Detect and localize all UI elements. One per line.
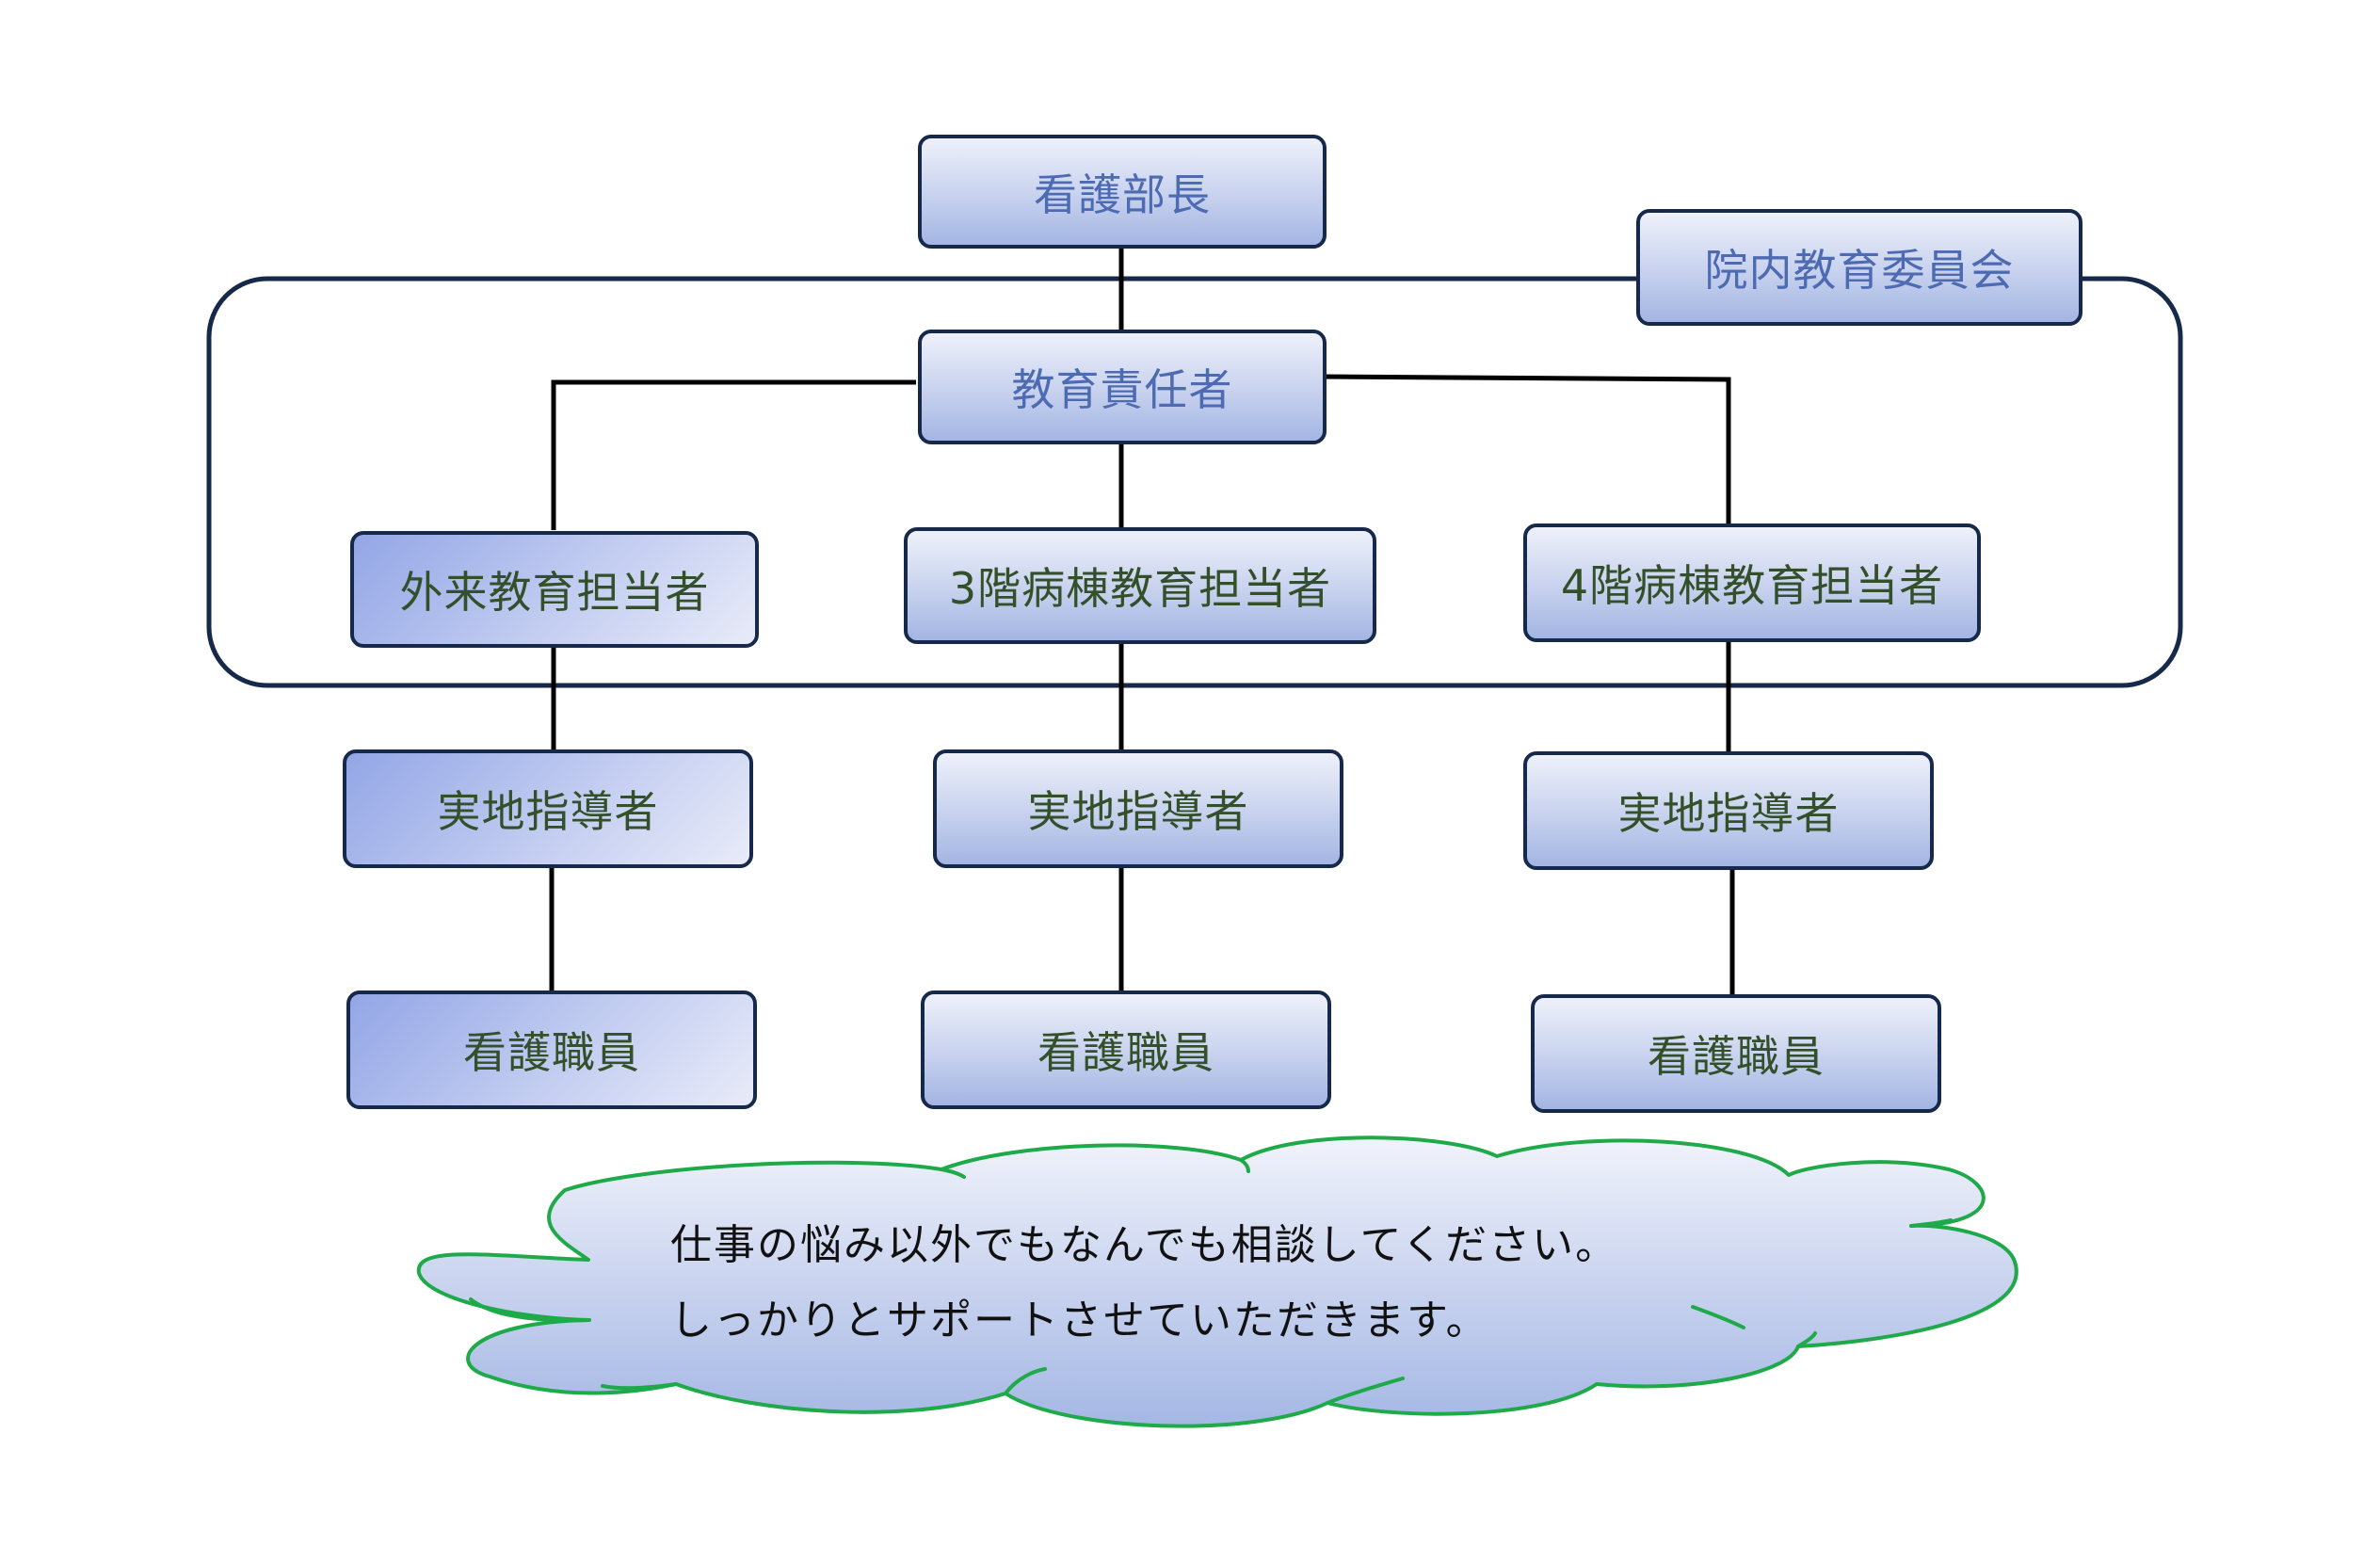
ward4-preceptor-label: 実地指導者: [1617, 788, 1840, 839]
connector-lead-outpatient: [551, 379, 916, 530]
consultation-cloud: [416, 1135, 2018, 1428]
connector-lead-ward4: [1321, 374, 1731, 523]
ward4-coordinator-label: 4階病棟教育担当者: [1560, 560, 1944, 611]
ward4-staff-box: 看護職員: [1531, 994, 1941, 1113]
director-box: 看護部長: [918, 135, 1327, 249]
connectors: [549, 249, 1735, 994]
committee-box: 院内教育委員会: [1636, 209, 2082, 326]
education-lead-label: 教育責任者: [1011, 364, 1233, 415]
cloud-shape: [416, 1135, 2018, 1428]
ward3-staff-label: 看護職員: [1037, 1027, 1214, 1078]
ward3-coordinator-label: 3階病棟教育担当者: [948, 563, 1332, 614]
consultation-message-line1: 仕事の悩み以外でもなんでも相談してください。: [670, 1221, 1619, 1269]
ward3-staff-box: 看護職員: [921, 990, 1331, 1109]
outpatient-coordinator-box: 外来教育担当者: [350, 531, 759, 648]
outpatient-coordinator-label: 外来教育担当者: [399, 567, 710, 618]
consultation-message-line2: しっかりとサポートさせていただきます。: [670, 1296, 1489, 1345]
outpatient-preceptor-box: 実地指導者: [343, 749, 753, 868]
director-label: 看護部長: [1034, 169, 1211, 220]
education-lead-box: 教育責任者: [918, 330, 1327, 444]
ward4-staff-label: 看護職員: [1648, 1031, 1825, 1082]
outpatient-staff-box: 看護職員: [346, 990, 757, 1109]
outpatient-preceptor-label: 実地指導者: [437, 786, 659, 837]
cloud-inner-arcs: [469, 1158, 1953, 1405]
ward3-preceptor-label: 実地指導者: [1027, 786, 1249, 837]
ward4-coordinator-box: 4階病棟教育担当者: [1523, 523, 1981, 642]
education-committee-frame: [206, 276, 2183, 688]
ward3-preceptor-box: 実地指導者: [933, 749, 1343, 868]
ward3-coordinator-box: 3階病棟教育担当者: [904, 527, 1376, 644]
committee-label: 院内教育委員会: [1704, 245, 2015, 296]
outpatient-staff-label: 看護職員: [463, 1027, 640, 1078]
ward4-preceptor-box: 実地指導者: [1523, 751, 1934, 870]
